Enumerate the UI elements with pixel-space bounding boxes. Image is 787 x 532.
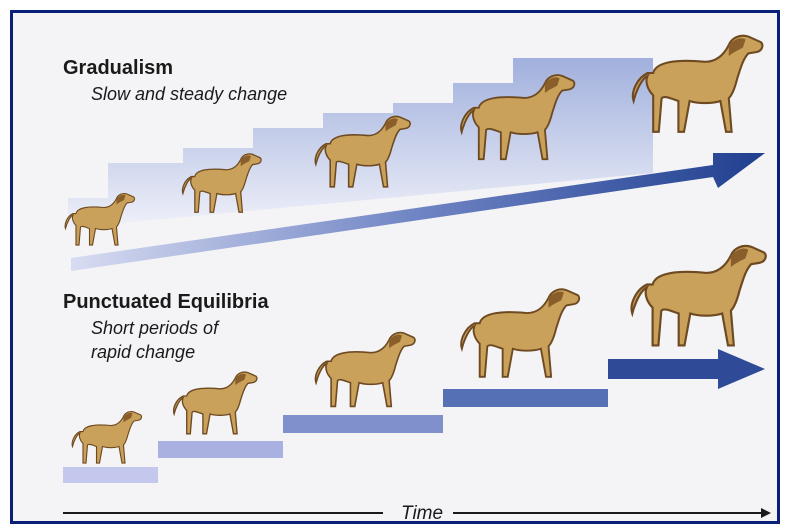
punctuated-subtitle-line-2: rapid change: [91, 342, 196, 362]
step-4: [443, 389, 608, 407]
punctuated-subtitle-line-1: Short periods of: [91, 318, 219, 338]
horse-punct-3: [314, 331, 416, 408]
step-5-arrow: [608, 349, 765, 389]
gradualism-title: Gradualism: [63, 57, 174, 79]
horse-punct-1: [71, 410, 143, 464]
time-axis-label: Time: [395, 503, 450, 521]
horse-punct-4: [460, 288, 581, 378]
horse-punct-2: [172, 371, 258, 435]
step-3: [283, 415, 443, 433]
diagram-panel: Gradualism Slow and steady change Punctu…: [10, 10, 780, 524]
time-axis: [63, 508, 771, 518]
horse-punct-5: [630, 244, 767, 347]
diagram-artwork: [63, 34, 771, 518]
gradualism-arrow: [71, 153, 765, 271]
step-2: [158, 441, 283, 458]
horse-stage-5: [631, 34, 764, 133]
step-1: [63, 467, 158, 483]
punctuated-title: Punctuated Equilibria: [63, 291, 269, 313]
gradualism-subtitle: Slow and steady change: [91, 84, 288, 104]
punctuated-steps: [63, 349, 765, 483]
